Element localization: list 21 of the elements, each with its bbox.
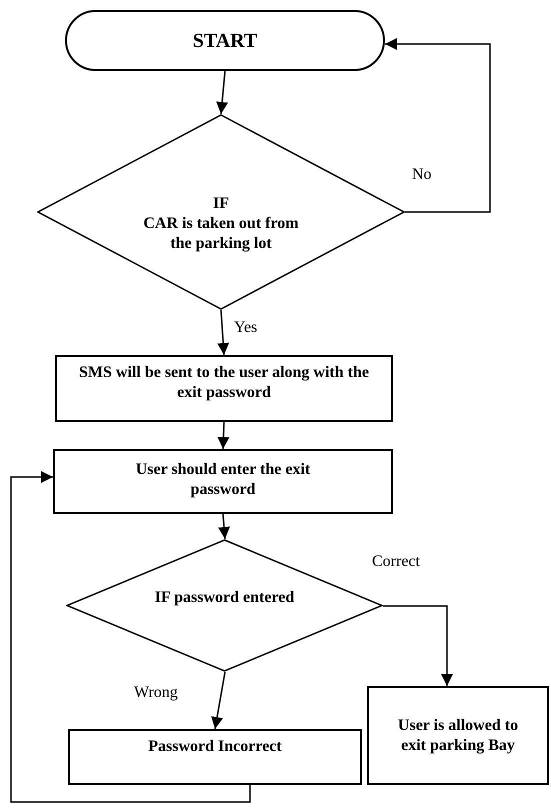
process-box: [367, 686, 549, 785]
node-text: Password Incorrect: [148, 737, 282, 757]
node-text: IF: [213, 194, 229, 214]
node-text: CAR is taken out from the parking lot: [142, 214, 300, 254]
arrow: [10, 471, 251, 803]
arrow: [217, 310, 230, 356]
decision-diamond: [37, 114, 405, 310]
arrow: [218, 514, 230, 540]
arrow: [385, 38, 491, 213]
arrow: [211, 672, 226, 730]
node-text: START: [192, 30, 258, 50]
node-text: SMS will be sent to the user along with the exit password: [78, 362, 370, 402]
process-box: [55, 355, 393, 422]
node-text: User is allowed to exit parking Bay: [396, 716, 520, 756]
process-box: [53, 449, 393, 514]
process-box: [68, 729, 362, 785]
node-text: User should enter the exit password: [134, 460, 312, 500]
arrow: [216, 70, 228, 114]
arrow: [217, 422, 230, 450]
arrow: [383, 605, 453, 686]
node-text: IF password entered: [154, 588, 294, 608]
